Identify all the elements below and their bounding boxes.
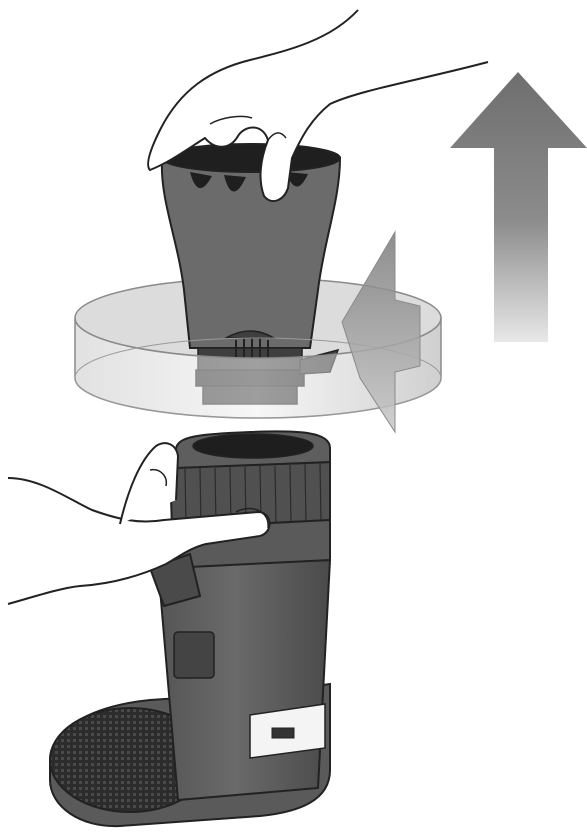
up-arrow-icon <box>450 72 587 342</box>
grinder-base <box>50 431 330 826</box>
